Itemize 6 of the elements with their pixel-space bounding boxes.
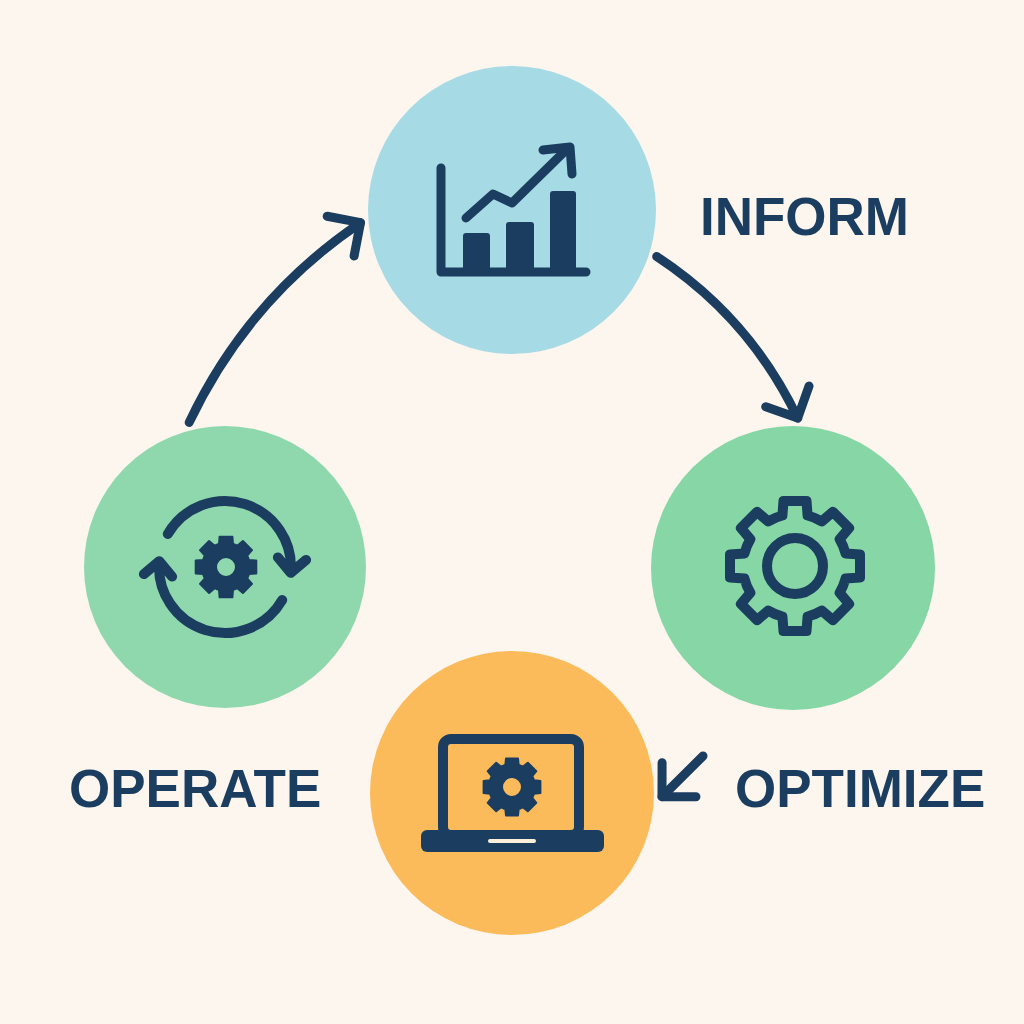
arrow bbox=[652, 252, 813, 423]
stage-label: INFORM bbox=[700, 190, 910, 243]
stage-label: OPERATE bbox=[69, 762, 322, 815]
stage-label: OPTIMIZE bbox=[735, 762, 986, 815]
arrow bbox=[657, 751, 708, 802]
arrow bbox=[184, 212, 365, 427]
